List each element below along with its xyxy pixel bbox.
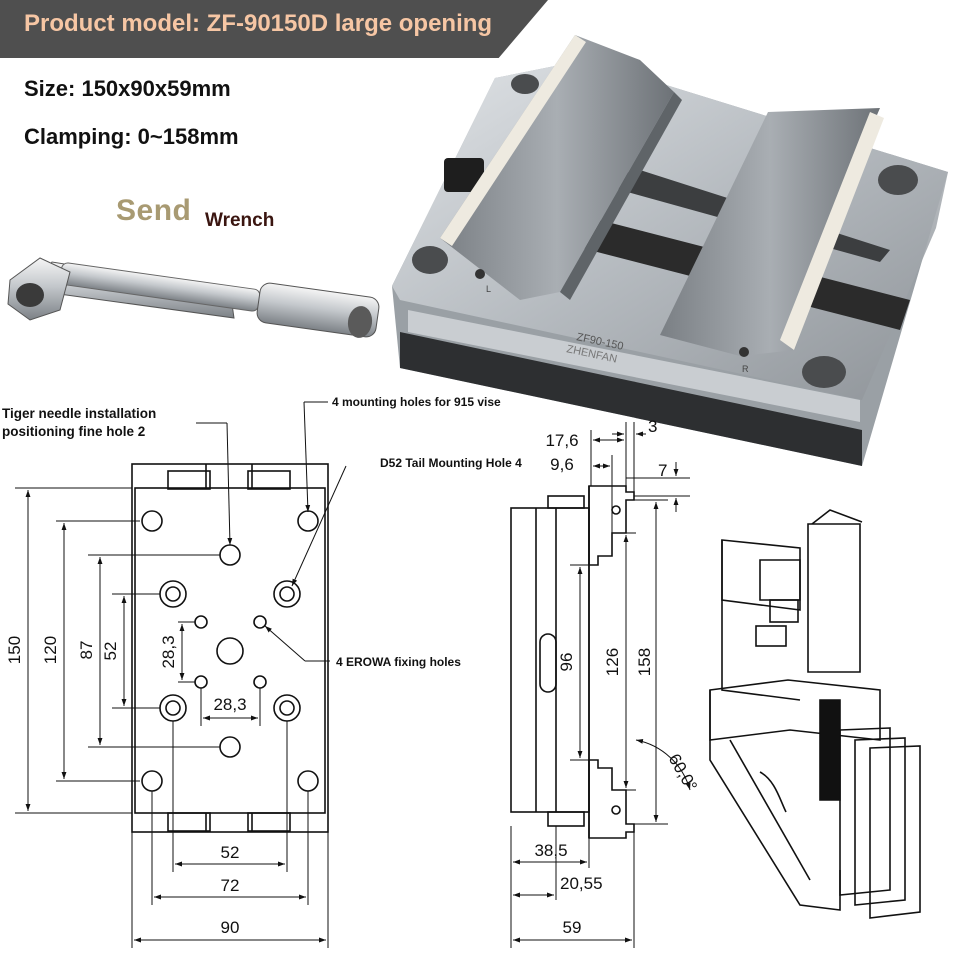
dim-3: 3 [648,417,657,436]
top-view-dimension-lines [15,401,347,948]
vise-photo: ZF90-150 ZHENFAN L R [392,35,948,466]
top-view-dimension-labels: 150 120 87 52 28,3 28,3 52 72 90 [5,635,247,937]
annotations: Tiger needle installation positioning fi… [2,395,522,669]
wrench-image [7,257,380,338]
isometric-drawing [709,509,921,919]
dim-96: 96 [557,653,576,672]
tiger-needle-label-line2: positioning fine hole 2 [2,424,145,439]
dim-angle: 60,0° [665,751,701,795]
engraving-right: R [742,364,749,374]
d52-tail-label: D52 Tail Mounting Hole 4 [380,456,522,470]
dim-150: 150 [5,636,24,664]
wrench-label: Wrench [205,210,275,231]
size-spec: Size: 150x90x59mm [24,76,231,101]
top-view-drawing [131,463,329,833]
dim-17-6: 17,6 [545,431,578,450]
mounting-915-label: 4 mounting holes for 915 vise [332,395,501,409]
product-title: Product model: ZF-90150D large opening [24,10,493,37]
engraving-left: L [486,284,491,294]
dim-126: 126 [603,648,622,676]
dim-90: 90 [221,918,240,937]
dim-59: 59 [563,918,582,937]
tiger-needle-label-line1: Tiger needle installation [2,406,156,421]
dim-28-3-vertical: 28,3 [159,635,178,668]
dim-9-6: 9,6 [550,455,574,474]
dim-120: 120 [41,636,60,664]
header-banner [0,0,548,58]
dim-38-5: 38,5 [534,841,567,860]
clamping-spec: Clamping: 0~158mm [24,124,239,149]
send-label: Send [116,194,192,227]
dim-20-55: 20,55 [560,874,603,893]
side-view-dimension-lines [510,422,691,948]
dim-7: 7 [658,461,667,480]
dim-158: 158 [635,648,654,676]
side-view-drawing [510,485,635,839]
dim-72: 72 [221,876,240,895]
dim-28-3-horizontal: 28,3 [213,695,246,714]
dim-52-horizontal: 52 [221,843,240,862]
erowa-label: 4 EROWA fixing holes [336,655,461,669]
dim-52-vertical: 52 [101,642,120,661]
dim-87: 87 [77,641,96,660]
side-view-dimension-labels: 17,6 3 9,6 7 96 126 158 60,0° 38,5 20,55… [534,417,700,937]
